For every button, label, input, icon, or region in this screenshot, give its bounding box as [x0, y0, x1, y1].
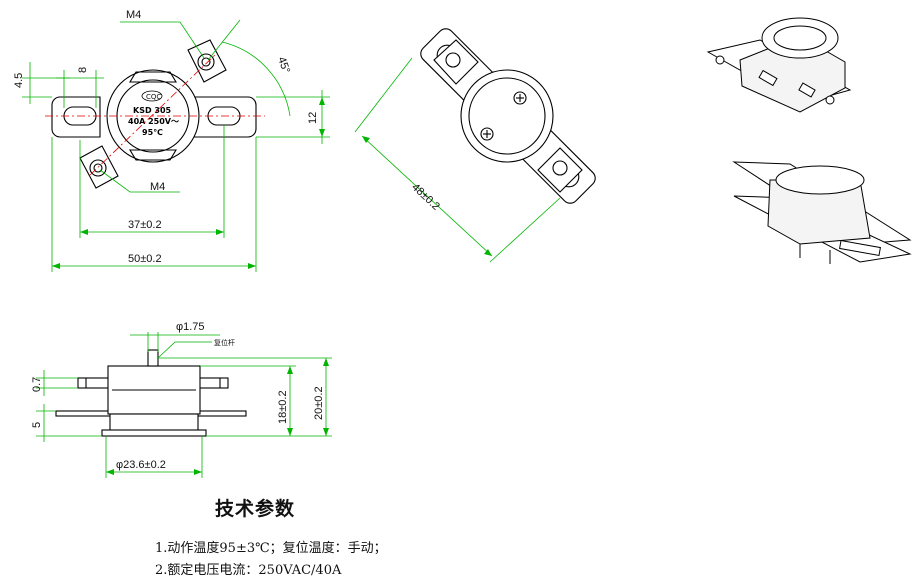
dim-angle: 45° — [275, 55, 292, 75]
dim-20: 20±0.2 — [313, 386, 325, 420]
side-dim-labels: φ1.75 复位杆 0.7 5 18±0.2 20±0.2 φ23.6±0.2 — [31, 321, 325, 471]
label-model: KSD 305 — [133, 106, 172, 115]
dim-12: 12 — [307, 112, 319, 124]
dim-5: 5 — [31, 422, 43, 428]
rotated-dimensions — [354, 57, 561, 263]
centerlines — [45, 54, 265, 176]
product-label: CQC KSD 305 40A 250V～ 95℃ — [128, 90, 179, 137]
dim-48: 48±0.2 — [409, 181, 442, 213]
dim-50: 50±0.2 — [128, 253, 162, 265]
label-rating: 40A 250V～ — [128, 117, 179, 126]
rotated-view — [420, 28, 596, 204]
side-dimensions — [36, 332, 332, 478]
side-arrowheads — [106, 358, 329, 475]
spec-line-2: 2.额定电压电流：250VAC/40A — [155, 563, 342, 578]
isometric-view-top — [706, 17, 852, 113]
spec-line-1: 1.动作温度95±3℃；复位温度：手动； — [155, 541, 387, 556]
dim-pin: φ1.75 — [176, 321, 205, 333]
front-dim-labels: M4 M4 45° 4.5 8 12 37±0.2 50±0.2 — [13, 9, 319, 265]
dim-0-7: 0.7 — [31, 377, 43, 392]
isometric-view-bottom — [732, 161, 912, 264]
front-arrowheads — [52, 97, 325, 269]
dim-reset-rod: 复位杆 — [214, 338, 235, 347]
rotated-arrowheads — [362, 136, 492, 256]
dim-body-dia: φ23.6±0.2 — [116, 459, 166, 471]
label-logo: CQC — [146, 93, 161, 101]
dim-37: 37±0.2 — [128, 219, 162, 231]
dim-m4-top: M4 — [126, 9, 141, 21]
label-temp: 95℃ — [142, 128, 163, 137]
dim-8: 8 — [77, 67, 89, 73]
dim-m4-bottom: M4 — [150, 181, 165, 193]
specs-title: 技术参数 — [215, 498, 296, 520]
dim-4-5: 4.5 — [13, 73, 25, 88]
dim-18: 18±0.2 — [277, 390, 289, 424]
side-view — [55, 349, 247, 437]
